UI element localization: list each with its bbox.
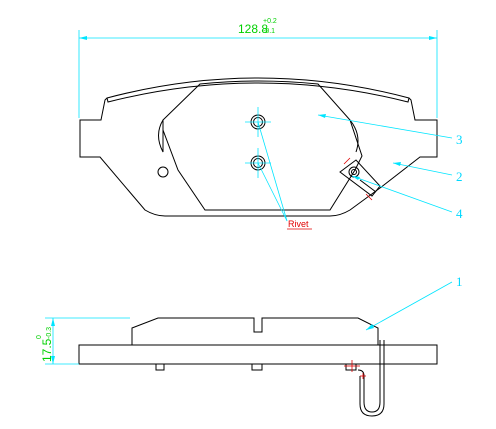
side-dimension-tol-upper: 0 <box>36 335 43 339</box>
locating-hole <box>157 166 169 178</box>
part-leaders-top: 3 2 4 <box>317 114 463 221</box>
backing-plate-top-view <box>79 77 438 217</box>
part-label-3: 3 <box>456 132 463 147</box>
part-label-2: 2 <box>456 169 463 184</box>
part-label-1: 1 <box>456 274 463 289</box>
part-label-4: 4 <box>456 206 463 221</box>
side-dimension: 17.5 0 -0.3 <box>36 317 130 365</box>
part-leader-1: 1 <box>365 274 463 331</box>
rivet-leaders: Rivet <box>257 121 312 230</box>
top-dimension: 128.8 +0.2 -0.1 <box>78 18 438 118</box>
rivet-label: Rivet <box>288 219 309 229</box>
top-dimension-tol-upper: +0.2 <box>263 18 277 25</box>
side-dimension-value: 17.5 <box>40 338 54 362</box>
top-dimension-tol-lower: -0.1 <box>263 28 275 35</box>
side-view <box>78 317 438 417</box>
top-dimension-value: 128.8 <box>238 22 268 36</box>
friction-material <box>158 80 363 211</box>
side-dimension-tol-lower: -0.3 <box>46 327 53 339</box>
